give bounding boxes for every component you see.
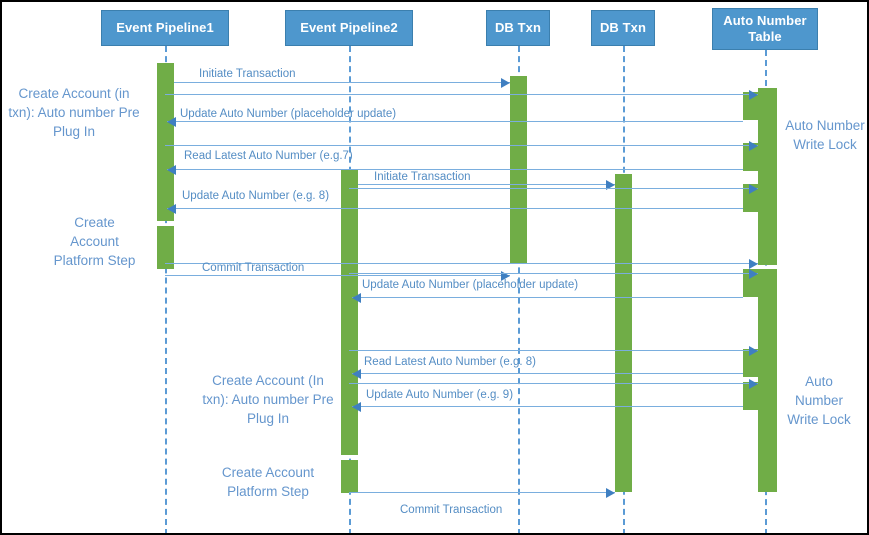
message-line-m11 xyxy=(349,273,758,274)
message-label-m8: Update Auto Number (e.g. 8) xyxy=(182,190,330,202)
message-label-m16: Update Auto Number (e.g. 9) xyxy=(366,389,514,401)
message-line-m13 xyxy=(349,350,758,351)
activation-bar-p2 xyxy=(341,460,358,493)
arrowhead-right-icon xyxy=(749,258,758,269)
message-line-m9 xyxy=(165,263,758,264)
message-line-m15 xyxy=(349,383,758,384)
arrowhead-left-icon xyxy=(167,116,176,127)
activation-bar-p1 xyxy=(157,226,174,269)
arrowhead-left-icon xyxy=(352,368,361,379)
activation-bar-p5 xyxy=(758,269,777,492)
arrowhead-right-icon xyxy=(606,487,615,498)
message-label-m5: Read Latest Auto Number (e.g.7) xyxy=(184,150,353,162)
arrowhead-right-icon xyxy=(749,183,758,194)
participant-box-p3[interactable]: DB Txn xyxy=(486,10,550,46)
arrowhead-left-icon xyxy=(167,203,176,214)
message-label-m1: Initiate Transaction xyxy=(199,68,296,80)
message-line-m12 xyxy=(352,297,743,298)
arrowhead-left-icon xyxy=(352,401,361,412)
message-label-m3: Update Auto Number (placeholder update) xyxy=(180,108,397,120)
lifeline-p1 xyxy=(165,46,167,533)
message-line-m1 xyxy=(174,82,510,83)
arrowhead-right-icon xyxy=(749,378,758,389)
message-label-m6: Initiate Transaction xyxy=(374,171,471,183)
message-label-m10: Commit Transaction xyxy=(202,262,305,274)
annotation-label-s3: Auto Number Write Lock xyxy=(785,118,865,152)
annotation-label-s5: Auto Number Write Lock xyxy=(787,374,851,427)
annotation-label-s6: Create Account Platform Step xyxy=(221,465,315,499)
arrowhead-right-icon xyxy=(501,270,510,281)
arrowhead-right-icon xyxy=(749,140,758,151)
message-line-m3 xyxy=(167,121,743,122)
message-line-m5 xyxy=(167,169,743,170)
message-label-m12: Update Auto Number (placeholder update) xyxy=(362,279,579,291)
participant-box-p4[interactable]: DB Txn xyxy=(591,10,655,46)
annotation-label-s4: Create Account (In txn): Auto number Pre… xyxy=(202,373,334,426)
arrowhead-left-icon xyxy=(167,164,176,175)
activation-bar-p5 xyxy=(743,382,760,410)
message-line-m17 xyxy=(349,492,615,493)
message-line-m16 xyxy=(352,406,743,407)
message-label-m14: Read Latest Auto Number (e.g. 8) xyxy=(364,356,536,368)
message-label-m17: Commit Transaction xyxy=(400,504,503,516)
arrowhead-right-icon xyxy=(749,268,758,279)
message-line-m10 xyxy=(165,275,510,276)
activation-bar-p1 xyxy=(157,63,174,221)
annotation-label-s1: Create Account (in txn): Auto number Pre… xyxy=(8,86,140,139)
arrowhead-left-icon xyxy=(352,292,361,303)
arrowhead-right-icon xyxy=(606,179,615,190)
activation-bar-p5 xyxy=(743,349,760,377)
participant-box-p5[interactable]: Auto Number Table xyxy=(712,8,818,50)
message-line-m6 xyxy=(358,184,615,185)
participant-box-p1[interactable]: Event Pipeline1 xyxy=(101,10,229,46)
message-line-m14 xyxy=(352,373,743,374)
activation-bar-p2 xyxy=(341,170,358,455)
arrowhead-right-icon xyxy=(501,77,510,88)
message-line-m4 xyxy=(165,145,758,146)
arrowhead-right-icon xyxy=(749,345,758,356)
participant-box-p2[interactable]: Event Pipeline2 xyxy=(285,10,413,46)
message-line-m8 xyxy=(167,208,743,209)
activation-bar-p5 xyxy=(758,88,777,265)
activation-bar-p4 xyxy=(615,174,632,492)
arrowhead-right-icon xyxy=(749,89,758,100)
lifeline-p3 xyxy=(518,46,520,533)
annotation-label-s2: Create Account Platform Step xyxy=(53,215,136,268)
message-line-m2 xyxy=(165,94,758,95)
message-line-m7 xyxy=(349,188,758,189)
